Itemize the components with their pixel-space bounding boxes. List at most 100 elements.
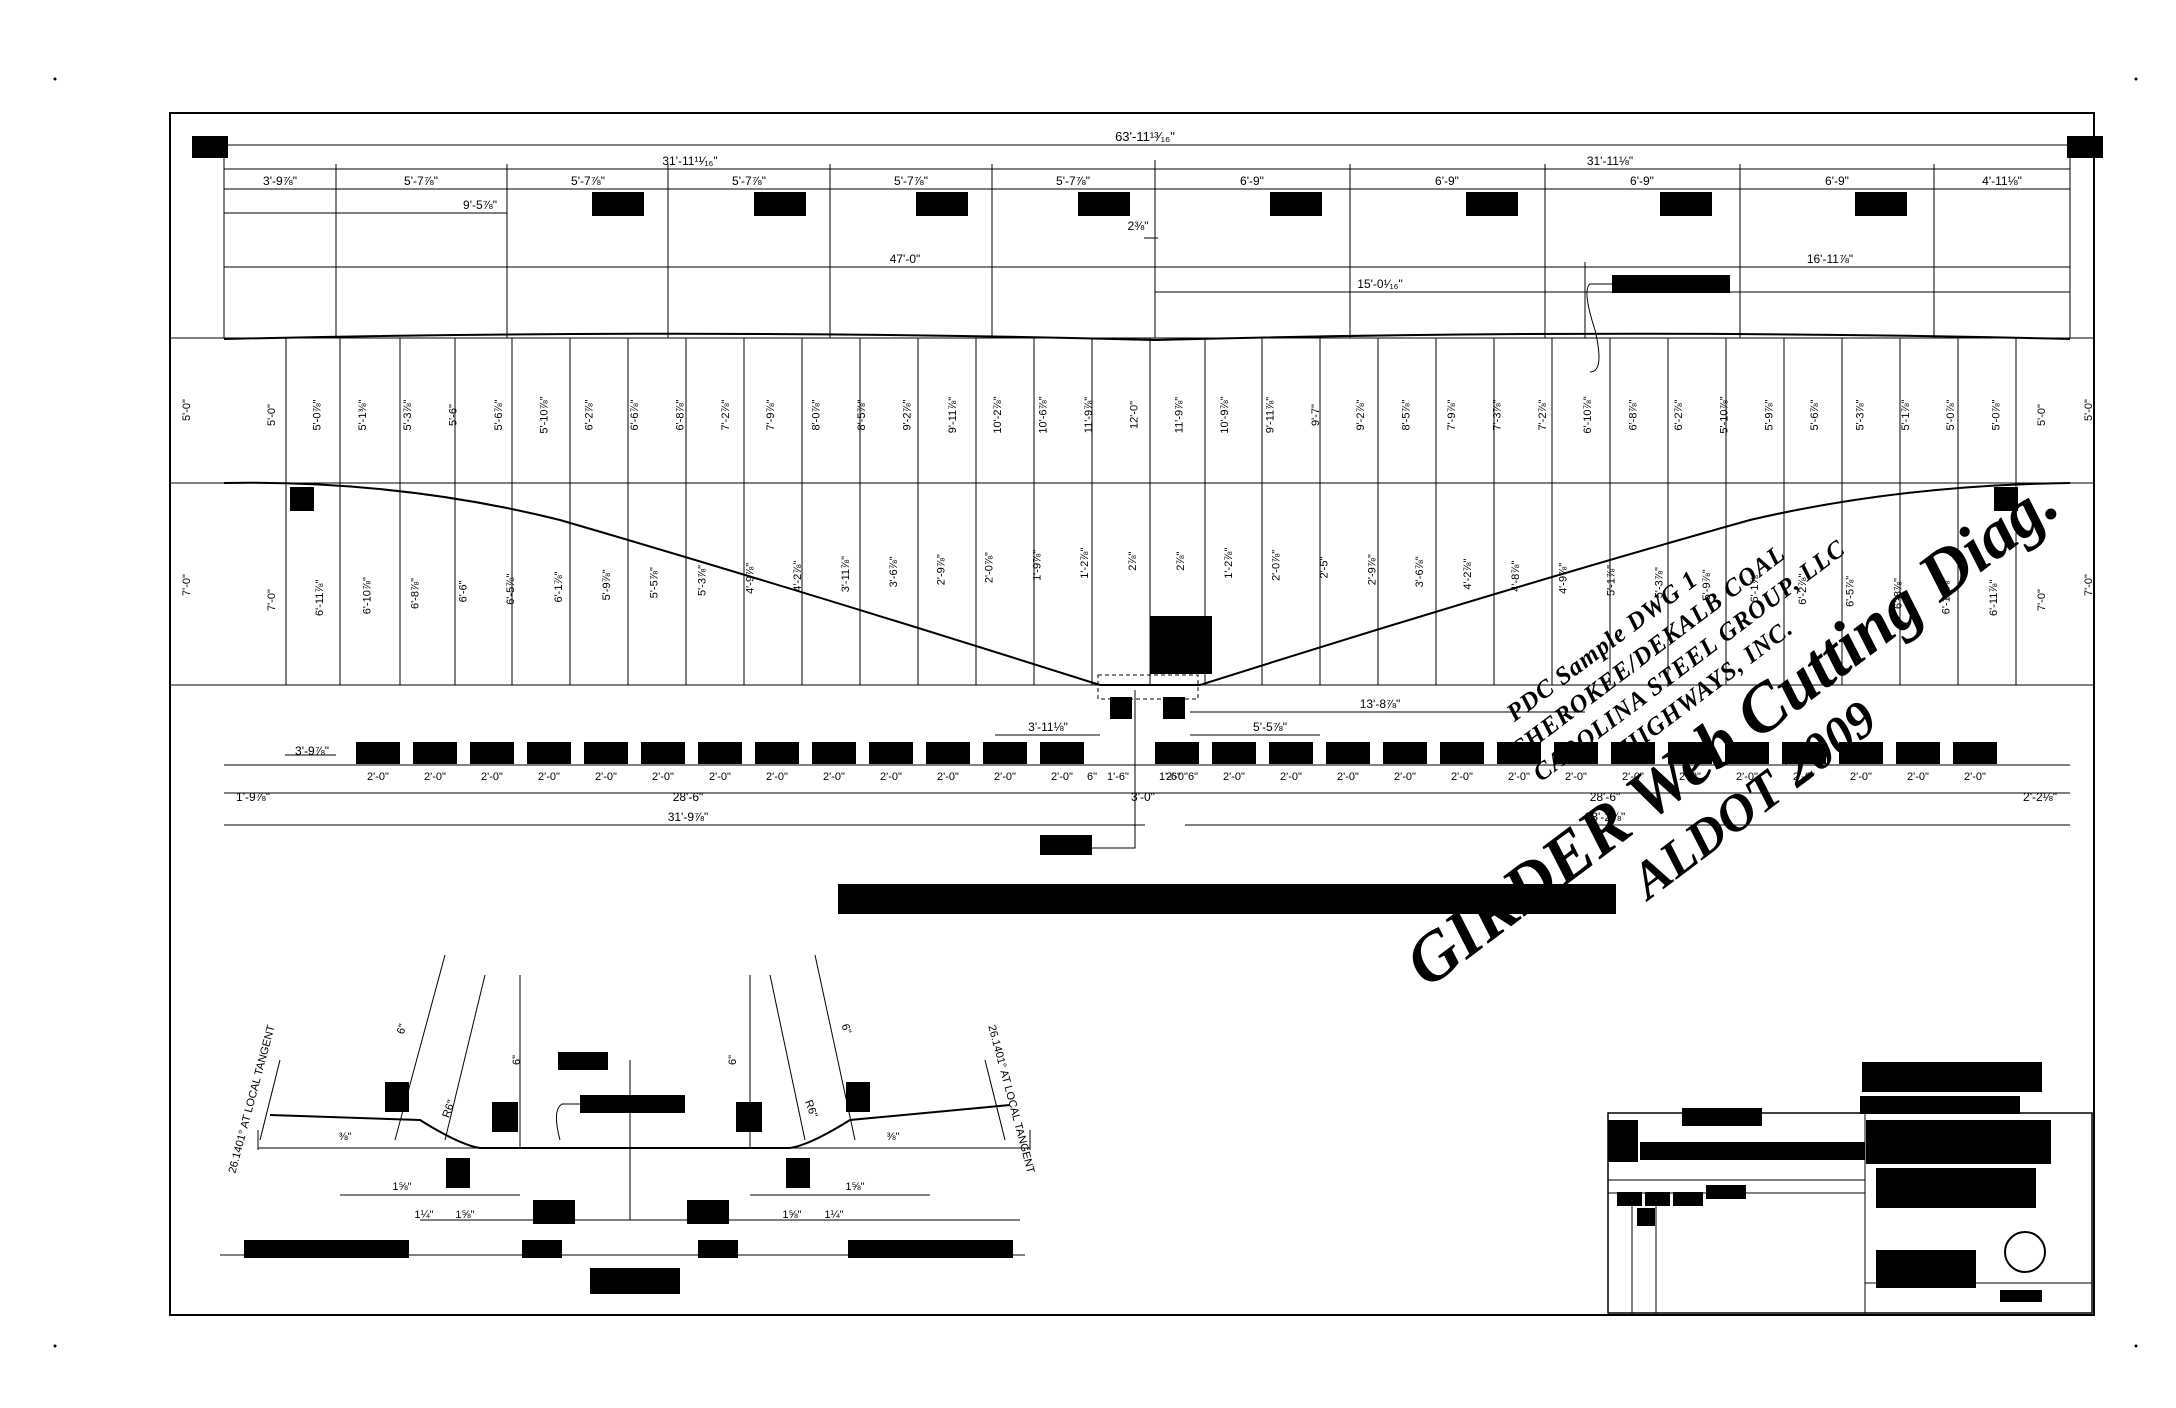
redaction-box bbox=[1637, 1208, 1655, 1226]
redaction-box bbox=[846, 1082, 870, 1112]
dim-mid-13: 13'-8⅞" bbox=[1360, 697, 1401, 711]
lower-vertical-label: 6'-10⅞" bbox=[362, 577, 374, 614]
lower-vertical-label: 7'-0" bbox=[266, 589, 278, 611]
upper-vertical-label: 5'-6⅞" bbox=[493, 399, 505, 430]
title-block-redactions bbox=[1608, 1062, 2051, 1302]
top-segments-right: 6'-9" 6'-9" 6'-9" 6'-9" 4'-11⅛" bbox=[1240, 174, 2022, 188]
redaction-box bbox=[1608, 1120, 1638, 1162]
detail-six-c: 6" bbox=[511, 1055, 523, 1065]
left-end-bot: 7'-0" bbox=[181, 574, 193, 596]
redaction-box bbox=[1078, 192, 1130, 216]
lower-vertical-label: 1'-2⅞" bbox=[1079, 548, 1091, 579]
spacing-label: 2'-0" bbox=[1622, 771, 1644, 783]
lower-vertical-label: 4'-8⅞" bbox=[1510, 561, 1522, 592]
lower-vertical-label: 5'-9⅞" bbox=[601, 569, 613, 600]
spacing-label: 2'-0" bbox=[823, 771, 845, 783]
dim-row-left: 3'-9⅞" bbox=[295, 744, 329, 758]
leader-line bbox=[556, 1103, 580, 1141]
lower-vertical-label: 3'-6⅞" bbox=[1414, 556, 1426, 587]
redaction-box bbox=[1876, 1250, 1976, 1288]
lower-vertical-label: 1'-9⅞" bbox=[1031, 550, 1043, 581]
upper-vertical-label: 6'-8⅞" bbox=[675, 399, 687, 430]
lower-vertical-label: 5'-3⅞" bbox=[1653, 567, 1665, 598]
redaction-box bbox=[1110, 697, 1132, 719]
dim-seg: 6'-9" bbox=[1435, 174, 1459, 188]
detail-frac-left: ⅜" bbox=[338, 1131, 351, 1143]
upper-vertical-label: 6'-10⅞" bbox=[1582, 396, 1594, 433]
dim-2: 2⅜" bbox=[1128, 219, 1149, 233]
redaction-box bbox=[1682, 1108, 1762, 1126]
redaction-box bbox=[1212, 742, 1256, 764]
redaction-box bbox=[786, 1158, 810, 1188]
redaction-box bbox=[687, 1200, 729, 1224]
spacing-label: 2'-0" bbox=[994, 771, 1016, 783]
redaction-box bbox=[1270, 192, 1322, 216]
spacing-label: 2'-0" bbox=[1736, 771, 1758, 783]
lower-vertical-label: 4'-2⅞" bbox=[792, 561, 804, 592]
detail-15-a: 1⅝" bbox=[392, 1181, 411, 1193]
redaction-box bbox=[584, 742, 628, 764]
lower-vertical-label: 6'-1⅞" bbox=[1749, 571, 1761, 602]
lower-vertical-label: 2'-0⅞" bbox=[1271, 550, 1283, 581]
redaction-box bbox=[1466, 192, 1518, 216]
detail-six-d: 6" bbox=[727, 1055, 739, 1065]
bottom-redaction-row bbox=[356, 742, 1997, 764]
redaction-box bbox=[2000, 1290, 2042, 1302]
redaction-box bbox=[1660, 192, 1712, 216]
lower-vertical-label: 6'-1⅞" bbox=[553, 571, 565, 602]
upper-vertical-label: 5'-6" bbox=[448, 404, 460, 426]
detail-15-b: 1⅝" bbox=[455, 1209, 474, 1221]
spacing-label: 2'-0" bbox=[1166, 771, 1188, 783]
upper-vertical-label: 11'-9⅞" bbox=[1083, 397, 1095, 433]
detail-angle-right: 26.1401° AT LOCAL TANGENT bbox=[985, 1024, 1036, 1175]
lower-vertical-label: 4'-9⅞" bbox=[744, 563, 756, 594]
girder-camber-curve bbox=[223, 481, 2071, 686]
detail-15-d: 1⅝" bbox=[845, 1181, 864, 1193]
upper-vertical-label: 5'-10⅞" bbox=[538, 396, 550, 433]
upper-vertical-label: 5'-3⅞" bbox=[1855, 399, 1867, 430]
lower-vertical-label: 7'-0" bbox=[2036, 589, 2048, 611]
upper-vertical-label: 12'-0" bbox=[1128, 401, 1140, 429]
redaction-box bbox=[470, 742, 514, 764]
redaction-box bbox=[1673, 1192, 1703, 1206]
lower-vertical-label: 3'-6⅞" bbox=[888, 556, 900, 587]
right-end-bot: 7'-0" bbox=[2083, 574, 2095, 596]
detail-12-a: 1¼" bbox=[414, 1209, 433, 1221]
spacing-label: 2'-0" bbox=[1907, 771, 1929, 783]
redaction-box bbox=[698, 1240, 738, 1258]
lower-vertical-label: 2⅞" bbox=[1127, 551, 1139, 570]
lower-vertical-label: 6'-8⅞" bbox=[410, 578, 422, 609]
sheet-border bbox=[169, 112, 2095, 1316]
redaction-box bbox=[1953, 742, 1997, 764]
dim-seg: 5'-7⅞" bbox=[894, 174, 928, 188]
spacing-label: 2'-0" bbox=[1565, 771, 1587, 783]
redaction-box bbox=[1855, 192, 1907, 216]
lower-vertical-label: 6'-11⅞" bbox=[314, 580, 326, 616]
spacing-label: 2'-0" bbox=[595, 771, 617, 783]
redaction-box bbox=[755, 742, 799, 764]
redaction-box bbox=[1725, 742, 1769, 764]
upper-vertical-label: 8'-5⅞" bbox=[856, 399, 868, 430]
lower-vertical-label: 4'-2⅞" bbox=[1462, 558, 1474, 589]
dim-seg: 4'-11⅛" bbox=[1982, 174, 2022, 188]
redaction-box bbox=[1163, 697, 1185, 719]
redaction-box bbox=[1668, 742, 1712, 764]
dim-mid-5-5: 5'-5⅞" bbox=[1253, 720, 1287, 734]
redaction-box bbox=[1860, 1096, 2020, 1114]
redaction-box bbox=[1706, 1185, 1746, 1199]
upper-vertical-label: 7'-9⅞" bbox=[1446, 399, 1458, 430]
upper-vertical-label: 9'-7" bbox=[1310, 404, 1322, 426]
redaction-box bbox=[1994, 487, 2018, 511]
upper-vertical-label: 7'-3⅞" bbox=[1491, 399, 1503, 430]
upper-vertical-label: 6'-2⅞" bbox=[584, 399, 596, 430]
spacing-label: 2'-0" bbox=[880, 771, 902, 783]
lower-vertical-label: 2'-5" bbox=[1318, 557, 1330, 579]
spacing-label: 2'-0" bbox=[937, 771, 959, 783]
spacing-label: 2'-0" bbox=[1679, 771, 1701, 783]
redaction-box bbox=[1645, 1192, 1670, 1206]
redaction-box bbox=[848, 1240, 1013, 1258]
dim-bottom-last: 2'-2⅛" bbox=[2023, 790, 2057, 804]
redaction-box bbox=[838, 884, 1616, 914]
redaction-box bbox=[522, 1240, 562, 1258]
spacing-label: 2'-0" bbox=[1964, 771, 1986, 783]
